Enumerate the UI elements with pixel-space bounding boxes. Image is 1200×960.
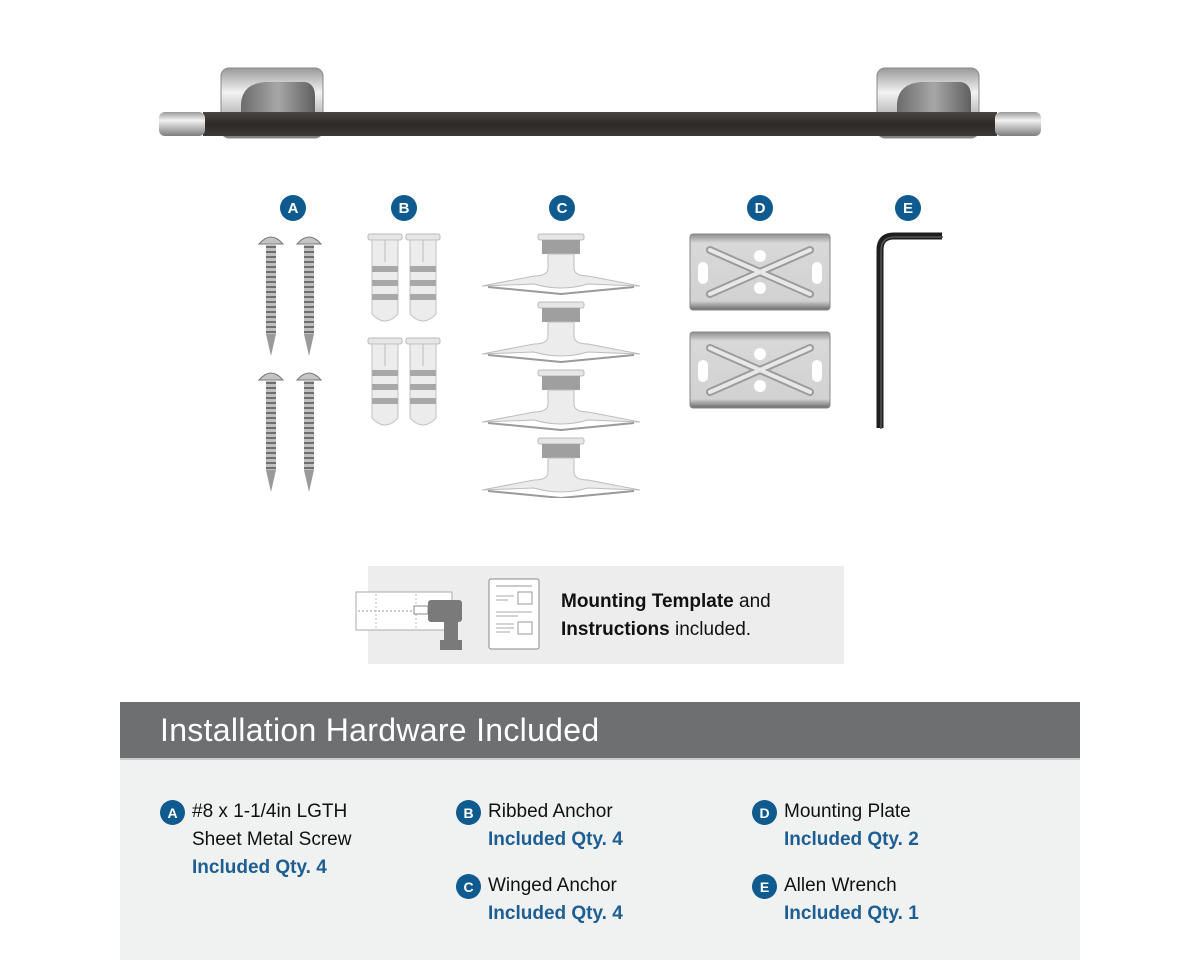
mounting-plates-image xyxy=(688,232,834,417)
ribbed-anchors-image xyxy=(366,232,446,437)
item-d-badge: D xyxy=(752,800,777,825)
part-d-badge: D xyxy=(747,195,773,221)
item-d-qty: Included Qty. 2 xyxy=(784,829,919,850)
allen-wrench-image xyxy=(872,230,946,435)
hardware-list: A #8 x 1-1/4in LGTH Sheet Metal Screw In… xyxy=(120,760,1080,960)
item-e-badge: E xyxy=(752,874,777,899)
hardware-header: Installation Hardware Included xyxy=(120,702,1080,760)
item-a-name-line2: Sheet Metal Screw xyxy=(192,829,352,850)
part-e-badge: E xyxy=(895,195,921,221)
hardware-title: Installation Hardware Included xyxy=(160,712,600,748)
part-a-badge: A xyxy=(280,195,306,221)
template-text: and xyxy=(733,591,771,612)
item-b-name: Ribbed Anchor xyxy=(488,801,613,822)
part-c-badge: C xyxy=(549,195,575,221)
item-c-qty: Included Qty. 4 xyxy=(488,903,623,924)
sheet-metal-screws-image xyxy=(255,228,335,503)
mounting-template-callout: Mounting Template and Instructions inclu… xyxy=(355,566,844,664)
instructions-text: included. xyxy=(669,619,752,640)
item-c-name: Winged Anchor xyxy=(488,875,617,896)
item-a-badge: A xyxy=(160,800,185,825)
winged-anchors-image xyxy=(478,232,648,503)
template-callout-text: Mounting Template and Instructions inclu… xyxy=(561,588,771,644)
part-b-badge: B xyxy=(391,195,417,221)
item-b-qty: Included Qty. 4 xyxy=(488,829,623,850)
item-a-name: #8 x 1-1/4in LGTH xyxy=(192,801,348,822)
instructions-document-icon xyxy=(488,578,540,650)
drill-template-icon xyxy=(355,591,462,650)
towel-bar-image xyxy=(155,66,1045,142)
item-c-badge: C xyxy=(456,874,481,899)
template-bold-label: Mounting Template xyxy=(561,591,734,612)
instructions-bold-label: Instructions xyxy=(561,619,670,640)
item-e-name: Allen Wrench xyxy=(784,875,897,896)
item-e-qty: Included Qty. 1 xyxy=(784,903,919,924)
item-a-qty: Included Qty. 4 xyxy=(192,857,327,878)
item-d-name: Mounting Plate xyxy=(784,801,911,822)
item-b-badge: B xyxy=(456,800,481,825)
